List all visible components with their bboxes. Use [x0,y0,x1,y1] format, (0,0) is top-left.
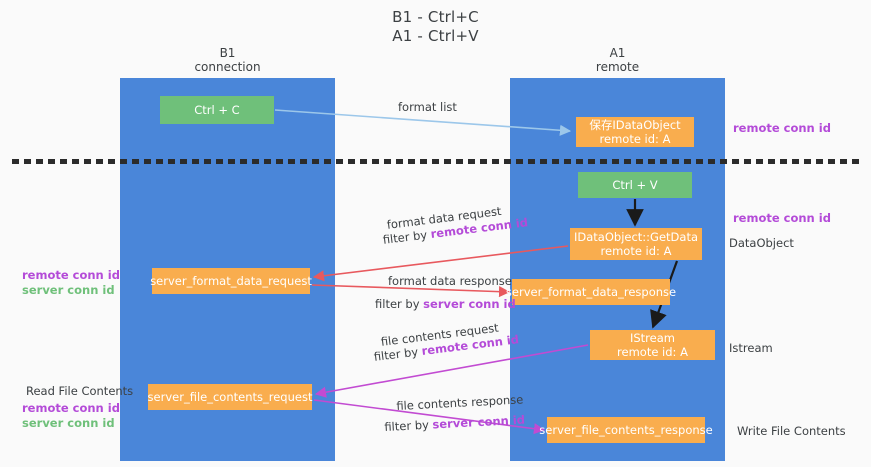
title-line-2: A1 - Ctrl+V [392,27,479,45]
node-server-file-contents-request-label: server_file_contents_request [147,390,313,404]
node-server-file-contents-response[interactable]: server_file_contents_response [539,417,713,443]
edge-label-format-data-response: format data response [388,274,512,288]
column-header-b1-role: connection [194,60,261,74]
phase-divider [12,159,859,164]
column-header-a1: A1 remote [510,46,725,74]
side-label-write-file-contents: Write File Contents [737,424,846,438]
side-label-istream: Istream [729,341,773,355]
column-header-b1-name: B1 [219,46,236,60]
column-header-a1-role: remote [595,60,640,74]
side-label-remote-conn-id-mid: remote conn id [733,211,831,225]
diagram-title: B1 - Ctrl+C A1 - Ctrl+V [0,8,871,46]
node-server-format-data-request-label: server_format_data_request [150,274,312,288]
filter-prefix: filter by [384,417,433,434]
node-server-file-contents-request[interactable]: server_file_contents_request [148,384,312,410]
node-ctrl-v[interactable]: Ctrl + V [578,172,692,198]
node-idataobject-getdata[interactable]: IDataObject::GetData remote id: A [570,228,702,260]
node-ctrl-v-label: Ctrl + V [612,178,658,192]
node-save-idataobject-label: 保存IDataObject [589,118,681,132]
side-label-remote-conn-id-top: remote conn id [733,121,831,135]
edge-label-format-list: format list [398,100,457,114]
node-server-format-data-response-label: server_format_data_response [505,285,677,299]
side-label-left-remote-conn-id-bottom: remote conn id [22,401,120,415]
filter-prefix: filter by [373,344,423,364]
side-label-dataobject: DataObject [729,236,794,250]
node-ctrl-c[interactable]: Ctrl + C [160,96,274,124]
node-save-idataobject-sub: remote id: A [599,132,671,146]
filter-key-server-conn-id: server conn id [423,297,516,311]
node-istream-label: IStream [629,331,675,345]
node-save-idataobject[interactable]: 保存IDataObject remote id: A [576,117,694,147]
column-header-b1: B1 connection [120,46,335,74]
column-header-a1-name: A1 [609,46,626,60]
node-idataobject-getdata-label: IDataObject::GetData [574,230,699,244]
edge-label-file-contents-response: file contents response [396,392,524,413]
node-server-format-data-request[interactable]: server_format_data_request [150,268,312,294]
node-ctrl-c-label: Ctrl + C [194,103,240,117]
filter-prefix: filter by [375,297,424,311]
node-istream[interactable]: IStream remote id: A [590,330,715,360]
side-label-left-server-conn-id-bottom: server conn id [22,416,115,430]
side-label-left-server-conn-id-mid: server conn id [22,283,115,297]
node-istream-sub: remote id: A [617,345,688,359]
title-line-1: B1 - Ctrl+C [392,8,479,26]
node-server-file-contents-response-label: server_file_contents_response [539,423,713,437]
side-label-left-remote-conn-id-mid: remote conn id [22,268,120,282]
node-server-format-data-response[interactable]: server_format_data_response [506,279,676,305]
edge-label-format-data-response-filter: filter by server conn id [375,297,516,311]
edge-label-file-contents-response-filter: filter by server conn id [384,413,525,434]
node-idataobject-getdata-sub: remote id: A [600,244,672,258]
side-label-read-file-contents: Read File Contents [26,384,134,398]
